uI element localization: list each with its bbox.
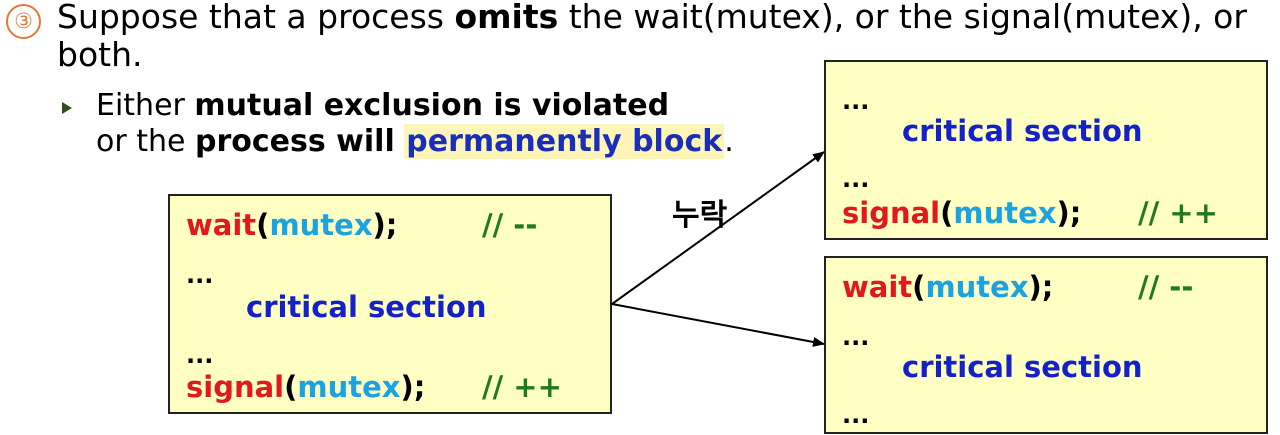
step-number-badge: ③	[6, 4, 41, 39]
code-box-omits-signal: wait(mutex); // -- ... critical section …	[824, 256, 1268, 434]
bullet-line-2: or the process will permanently block.	[96, 124, 796, 160]
code-box-omits-wait: ... critical section ... signal(mutex); …	[824, 60, 1268, 240]
keyword-signal: signal	[842, 196, 941, 230]
highlight-permanently-block: permanently block	[404, 124, 725, 159]
code-line-wait: wait(mutex);	[842, 270, 1053, 304]
heading-bold: omits	[454, 0, 559, 36]
code-ellipsis: ...	[842, 323, 870, 351]
heading-text: Suppose that a process omits the wait(mu…	[57, 0, 1277, 74]
arg-mutex: mutex	[953, 196, 1057, 230]
bullet-line-2-prefix: or the	[96, 124, 195, 159]
paren-open: (	[940, 196, 954, 230]
comment-increment: // ++	[482, 370, 562, 404]
code-line-signal: signal(mutex);	[842, 196, 1081, 230]
arg-mutex: mutex	[269, 208, 373, 242]
keyword-signal: signal	[186, 370, 285, 404]
paren-close: );	[1028, 270, 1054, 304]
code-line-wait: wait(mutex);	[186, 208, 397, 242]
comment-decrement: // --	[1138, 270, 1194, 304]
code-ellipsis: ...	[186, 341, 214, 369]
heading-prefix: Suppose that a process	[57, 0, 455, 36]
arg-mutex: mutex	[925, 270, 1029, 304]
code-ellipsis: ...	[842, 87, 870, 115]
code-ellipsis: ...	[186, 261, 214, 289]
code-box-complete: wait(mutex); // -- ... critical section …	[168, 194, 612, 414]
paren-close: );	[1056, 196, 1082, 230]
comment-decrement: // --	[482, 208, 538, 242]
code-ellipsis: ...	[842, 165, 870, 193]
bullet-line-2-suffix: .	[724, 124, 734, 159]
arrow-to-omits-wait	[611, 151, 825, 305]
paren-open: (	[256, 208, 270, 242]
bullet-line-1: Either mutual exclusion is violated	[96, 88, 796, 124]
bullet-line-1-prefix: Either	[96, 88, 195, 123]
critical-section-label: critical section	[902, 114, 1143, 148]
comment-increment: // ++	[1138, 196, 1218, 230]
critical-section-label: critical section	[246, 290, 487, 324]
critical-section-label: critical section	[902, 350, 1143, 384]
triangle-bullet-icon	[62, 102, 72, 114]
bullet-text: Either mutual exclusion is violated or t…	[96, 88, 796, 160]
code-line-signal: signal(mutex);	[186, 370, 425, 404]
keyword-wait: wait	[842, 270, 913, 304]
bullet-line-1-bold: mutual exclusion is violated	[194, 88, 670, 123]
paren-open: (	[284, 370, 298, 404]
omitted-label: 누락	[672, 198, 728, 233]
arrow-to-omits-signal	[611, 303, 825, 347]
code-ellipsis: ...	[842, 401, 870, 429]
paren-open: (	[912, 270, 926, 304]
keyword-wait: wait	[186, 208, 257, 242]
paren-close: );	[372, 208, 398, 242]
bullet-line-2-bold: process will	[195, 124, 395, 159]
heading-suffix: the wait(mutex), or the signal(mutex), o…	[57, 0, 1247, 74]
arg-mutex: mutex	[297, 370, 401, 404]
paren-close: );	[400, 370, 426, 404]
